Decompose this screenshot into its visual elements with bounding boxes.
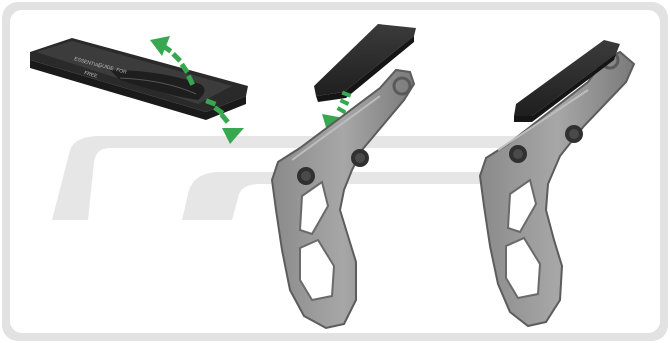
- instruction-diagram: ESSENTIAL GUIDE FOR FREE: [0, 0, 670, 343]
